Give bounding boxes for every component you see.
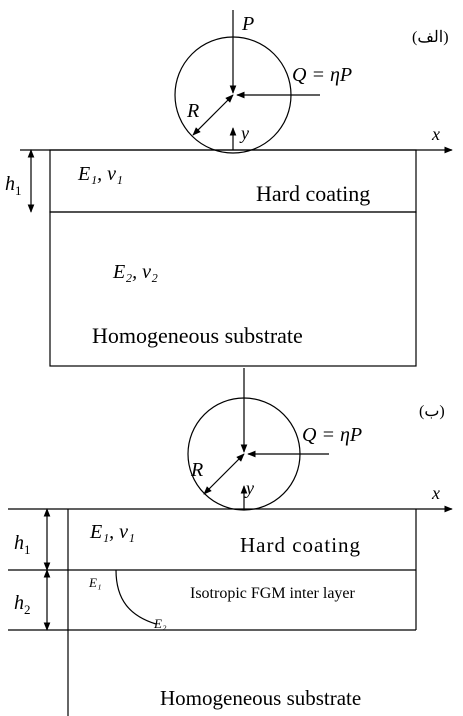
panel-a-load-p: P bbox=[241, 13, 254, 35]
panel-b-y-axis-label: y bbox=[244, 478, 254, 498]
panel-b-h1: h1 bbox=[14, 532, 31, 557]
panel-b-radius-label: R bbox=[190, 459, 203, 481]
panel-a-load-q: Q = ηP bbox=[292, 64, 352, 86]
panel-a-y-axis-label: y bbox=[239, 123, 249, 143]
panel-a-coating-props: E₁, ν₁ bbox=[77, 163, 123, 185]
panel-b-gradient-curve bbox=[115, 569, 157, 625]
panel-a-coating-name: Hard coating bbox=[256, 181, 370, 206]
panel-b-h2: h2 bbox=[14, 592, 31, 617]
panel-b-x-axis-label: x bbox=[431, 483, 440, 503]
panel-b-fgm-name: Isotropic FGM inter layer bbox=[190, 585, 356, 602]
panel-a-x-axis-label: x bbox=[431, 124, 440, 144]
panel-a-radius-label: R bbox=[186, 100, 199, 122]
panel-a-substrate-name: Homogeneous substrate bbox=[92, 323, 303, 348]
panel-a: (الف) P Q = ηP R y x h1 E₁, ν₁ Hard coat… bbox=[5, 10, 453, 367]
panel-b-label: (ب) bbox=[419, 403, 445, 420]
panel-b-radius-line bbox=[203, 453, 245, 495]
panel-a-radius-line bbox=[192, 94, 234, 136]
panel-b-fgm-e1: E₁ bbox=[88, 575, 101, 590]
panel-b-coating-props: E₁, ν₁ bbox=[89, 521, 135, 543]
panel-a-label: (الف) bbox=[412, 29, 449, 46]
panel-a-h1: h1 bbox=[5, 173, 22, 198]
panel-a-substrate-props: E₂, ν₂ bbox=[112, 261, 158, 283]
panel-b-coating-name: Hard coating bbox=[240, 533, 361, 557]
panel-a-substrate-layer bbox=[49, 211, 417, 367]
panel-b-fgm-e2: E₂ bbox=[153, 616, 167, 631]
panel-b-substrate-name: Homogeneous substrate bbox=[160, 686, 361, 710]
panel-b-load-q: Q = ηP bbox=[302, 424, 362, 446]
panel-b: (ب) Q = ηP R y x h1 h2 E₁, ν₁ Hard coati… bbox=[8, 368, 453, 716]
